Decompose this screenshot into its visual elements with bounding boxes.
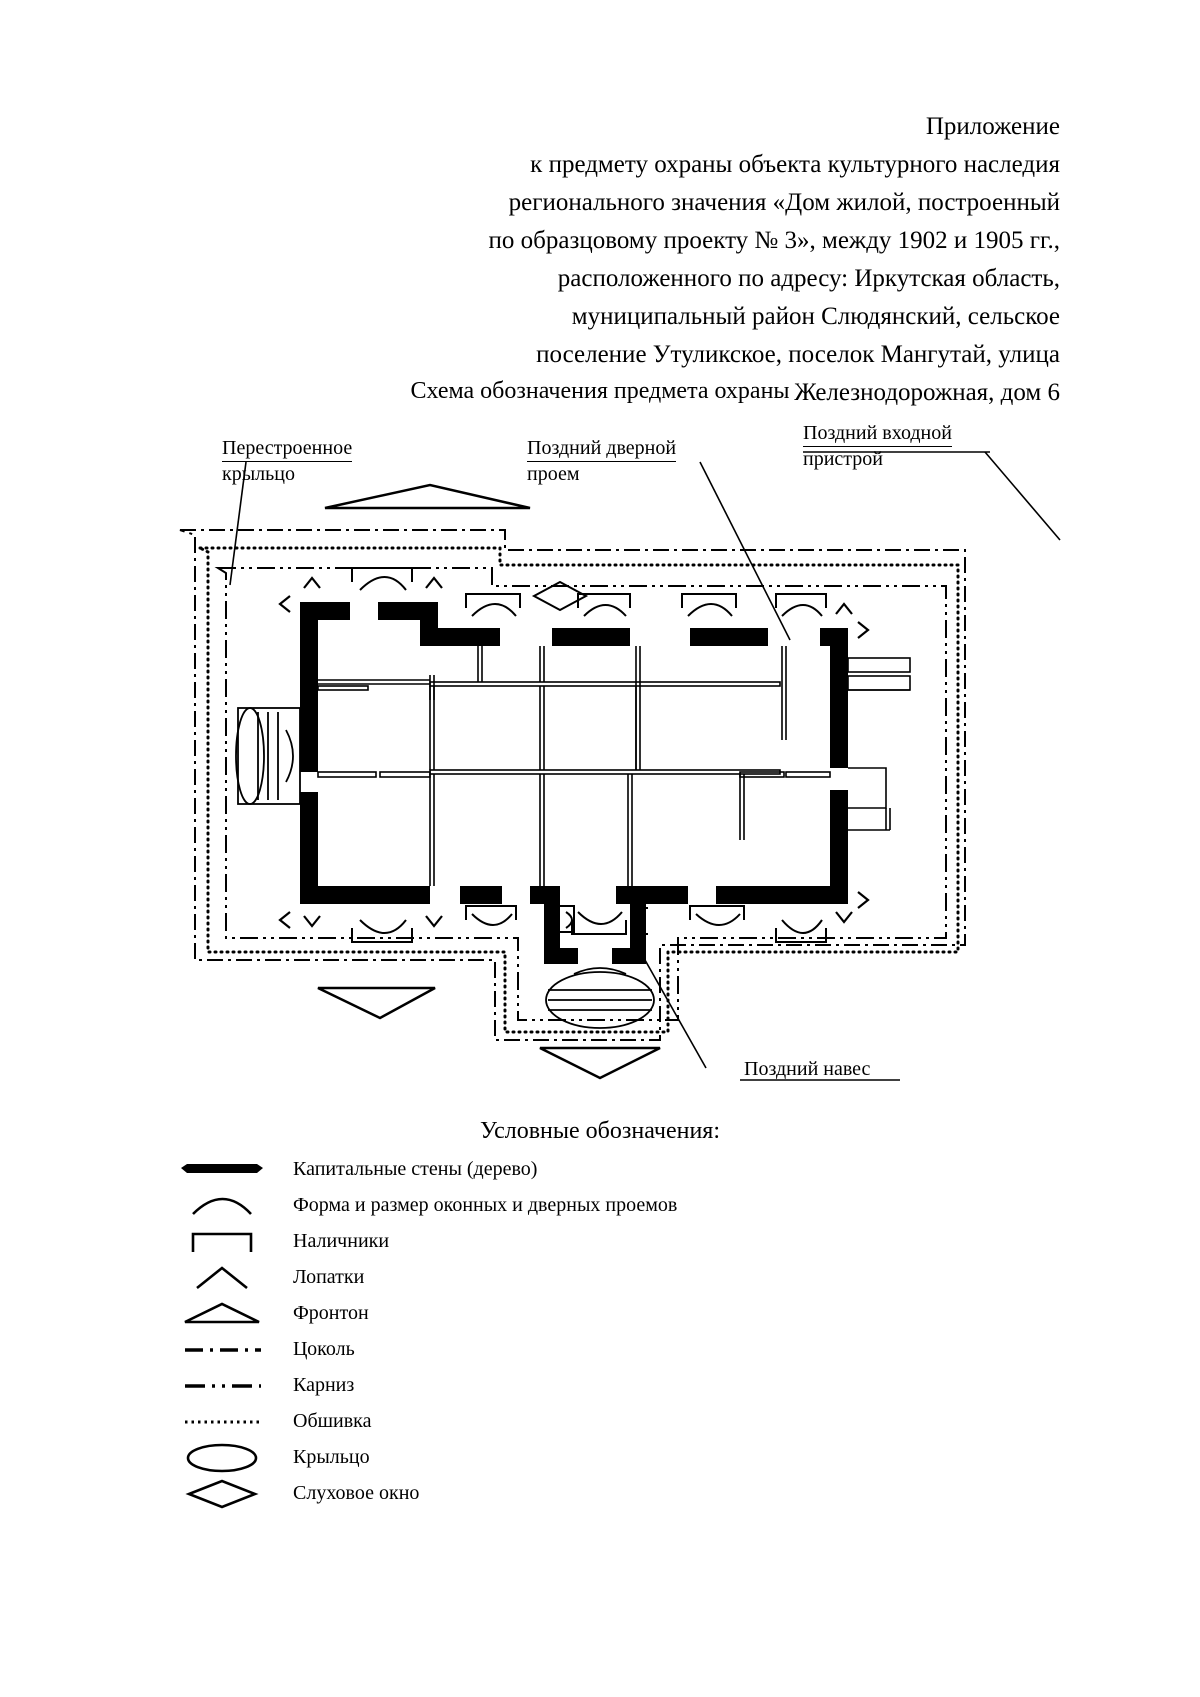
- capital-walls: [300, 602, 848, 964]
- plinth-outline: [179, 529, 966, 1041]
- thick-wall-symbol: [181, 1164, 263, 1173]
- scheme-title: Схема обозначения предмета охраны: [410, 378, 790, 404]
- cornice-outline: [214, 567, 947, 1021]
- pilaster-symbol: [196, 1266, 248, 1290]
- east-entrance-addition: [847, 657, 911, 831]
- plinth-dashdot-symbol: [185, 1348, 261, 1352]
- legend-title: Условные обозначения:: [479, 1118, 721, 1144]
- pilaster-marks: [278, 576, 870, 929]
- pediment-symbol: [184, 1302, 260, 1324]
- legend-item-pilasters: Лопатки: [175, 1260, 875, 1296]
- legend-label: Форма и размер оконных и дверных проемов: [293, 1194, 678, 1216]
- callout-late-door-line2: проем: [527, 463, 580, 485]
- legend-list: Капитальные стены (дерево) Форма и разме…: [175, 1152, 875, 1512]
- document-header: Приложение к предмету охраны объекта кул…: [430, 108, 1060, 412]
- dormer-diamond-symbol: [185, 1479, 259, 1509]
- legend-item-dormer: Слуховое окно: [175, 1476, 875, 1512]
- header-line-6: муниципальный район Слюдянский, сельское: [571, 303, 1060, 330]
- window-openings: [351, 567, 827, 943]
- callout-leader-lines: [229, 451, 1061, 1069]
- callout-late-canopy-line1: Поздний навес: [744, 1058, 871, 1080]
- pediment-bottom-left: [317, 986, 436, 1020]
- arch-opening-symbol: [192, 1197, 252, 1215]
- pediment-top: [324, 483, 531, 510]
- south-porch: [545, 967, 655, 1029]
- legend-label: Наличники: [293, 1230, 390, 1252]
- siding-outline: [199, 546, 960, 1034]
- callout-late-door-line1: Поздний дверной: [527, 436, 677, 462]
- header-line-4: по образцовому проекту № 3», между 1902 …: [488, 227, 1060, 254]
- callout-rebuilt-porch: Перестроенное крыльцо: [222, 436, 353, 487]
- legend-item-openings: Форма и размер оконных и дверных проемов: [175, 1188, 875, 1224]
- header-line-8: Железнодорожная, дом 6: [794, 379, 1060, 406]
- callout-rebuilt-porch-line2: крыльцо: [222, 463, 295, 485]
- legend-item-siding: Обшивка: [175, 1404, 875, 1440]
- pediment-bottom-center: [539, 1046, 661, 1080]
- header-line-7: поселение Утуликское, поселок Мангутай, …: [536, 341, 1060, 368]
- callout-late-entrance: Поздний входной пристрой: [803, 421, 952, 472]
- dormer-window-mark: [531, 580, 589, 612]
- legend-item-porch: Крыльцо: [175, 1440, 875, 1476]
- header-line-2: к предмету охраны объекта культурного на…: [530, 151, 1060, 178]
- cornice-dashdotdot-symbol: [185, 1384, 261, 1388]
- header-line-5: расположенного по адресу: Иркутская обла…: [557, 265, 1060, 292]
- callout-late-door: Поздний дверной проем: [527, 436, 677, 487]
- interior-partitions: [317, 646, 831, 886]
- legend-label: Крыльцо: [293, 1446, 370, 1468]
- legend-label: Обшивка: [293, 1410, 372, 1432]
- callout-late-canopy: Поздний навес: [744, 1057, 870, 1082]
- legend-item-capital-walls: Капитальные стены (дерево): [175, 1152, 875, 1188]
- porch-ellipse-symbol: [186, 1443, 258, 1473]
- header-line-3: регионального значения «Дом жилой, постр…: [508, 189, 1060, 216]
- callout-rebuilt-porch-line1: Перестроенное: [222, 436, 353, 462]
- west-porch: [235, 707, 301, 805]
- legend-label: Фронтон: [293, 1302, 369, 1324]
- legend-label: Лопатки: [293, 1266, 365, 1288]
- siding-dotted-symbol: [185, 1420, 261, 1424]
- legend-label: Капитальные стены (дерево): [293, 1158, 538, 1180]
- header-line-1: Приложение: [925, 113, 1060, 140]
- callout-late-entrance-line2: пристрой: [803, 448, 883, 470]
- legend-label: Карниз: [293, 1374, 355, 1396]
- legend-label: Слуховое окно: [293, 1482, 420, 1504]
- casing-symbol: [191, 1232, 253, 1252]
- legend-item-cornice: Карниз: [175, 1368, 875, 1404]
- legend-item-plinth: Цоколь: [175, 1332, 875, 1368]
- legend-label: Цоколь: [293, 1338, 355, 1360]
- floor-plan-drawing: [179, 451, 1061, 1081]
- legend-item-pediment: Фронтон: [175, 1296, 875, 1332]
- legend-item-casings: Наличники: [175, 1224, 875, 1260]
- callout-late-entrance-line1: Поздний входной: [803, 421, 952, 447]
